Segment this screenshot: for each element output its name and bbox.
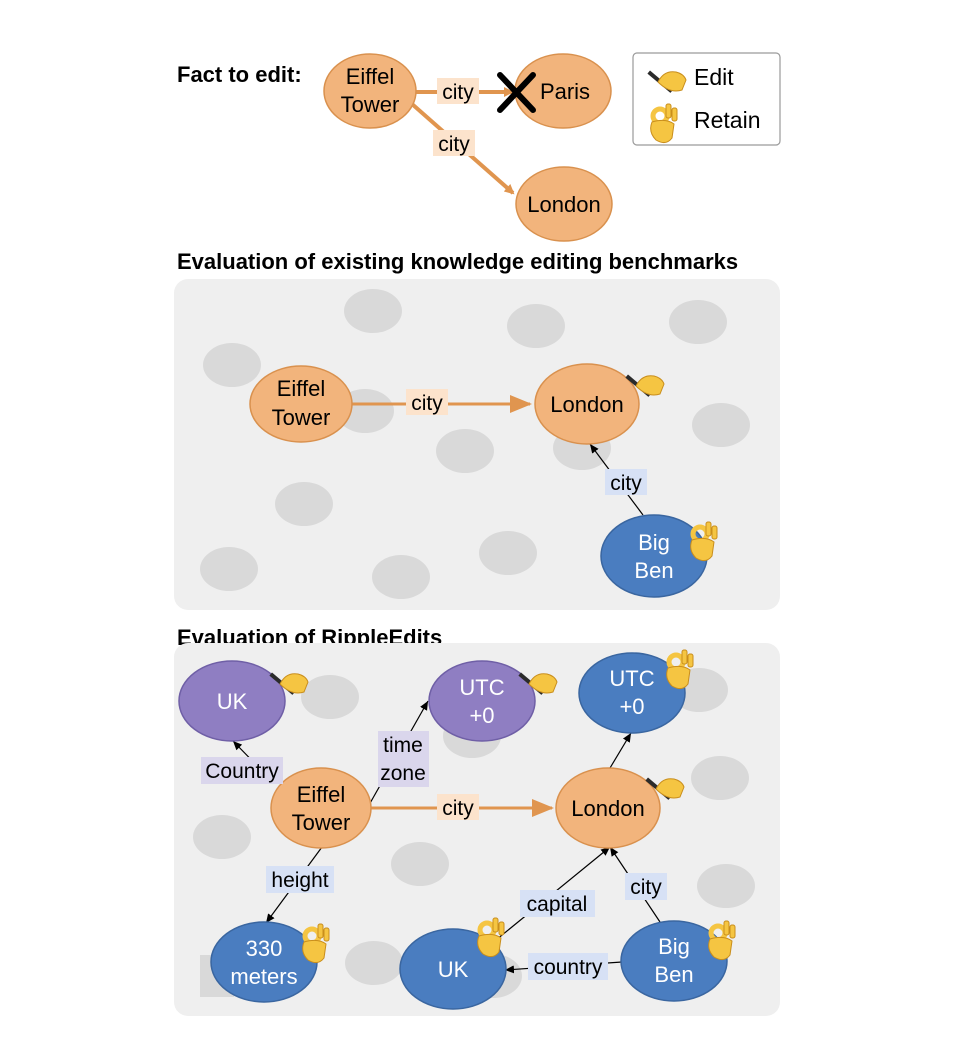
node-meters-line2: meters <box>230 964 297 989</box>
edge-label-height: height <box>271 869 328 892</box>
edge-label-city: city <box>442 797 474 820</box>
legend-edit-label: Edit <box>694 64 734 90</box>
edge-label-bigben-city: city <box>630 876 662 899</box>
node-eiffel-line2: Tower <box>272 405 331 430</box>
node-utc-blue-line2: +0 <box>619 694 644 719</box>
edge-label-city-old: city <box>442 81 474 104</box>
node-uk-purple-label: UK <box>217 689 248 714</box>
node-330-meters <box>210 921 318 1003</box>
node-bigben-line1: Big <box>658 934 690 959</box>
node-london-label: London <box>527 192 600 217</box>
node-eiffel-line2: Tower <box>341 92 400 117</box>
node-london <box>534 363 640 445</box>
cross-icon <box>497 72 536 113</box>
ghost-nodes <box>200 289 750 599</box>
edge-label-city: city <box>411 392 443 415</box>
edge-label-bg <box>437 78 479 104</box>
edge-label-time: time <box>383 734 423 757</box>
node-eiffel-line1: Eiffel <box>277 376 326 401</box>
node-utc-blue <box>578 652 686 734</box>
node-london-label: London <box>550 392 623 417</box>
node-london <box>555 767 661 849</box>
edge-label-country-lower: country <box>534 956 603 979</box>
edge-label-bg <box>406 389 448 415</box>
edge-label-bg <box>528 953 608 980</box>
node-utc-purple <box>428 660 536 742</box>
node-uk-purple <box>178 660 286 742</box>
node-eiffel-tower <box>323 53 417 129</box>
edge-label-bg <box>266 866 334 893</box>
node-eiffel-line2: Tower <box>292 810 351 835</box>
node-eiffel-line1: Eiffel <box>297 782 346 807</box>
node-bigben-line1: Big <box>638 530 670 555</box>
edge-london-utc <box>609 732 632 769</box>
node-eiffel-line1: Eiffel <box>346 64 395 89</box>
node-big-ben <box>600 514 708 598</box>
node-london <box>515 166 613 242</box>
panel1-heading: Evaluation of existing knowledge editing… <box>177 249 738 274</box>
node-bigben-line2: Ben <box>634 558 673 583</box>
node-utc-purple-line2: +0 <box>469 703 494 728</box>
node-paris-label: Paris <box>540 79 590 104</box>
node-uk-blue-label: UK <box>438 957 469 982</box>
edge-label-bg <box>520 890 595 917</box>
edge-label-country: Country <box>205 760 279 783</box>
edge-label-bg <box>201 757 283 784</box>
edge-label-city-new: city <box>438 133 470 156</box>
edge-label-bg <box>625 873 667 900</box>
edge-label-bigben-city: city <box>610 472 642 495</box>
edge-label-bg <box>378 731 429 787</box>
node-london-label: London <box>571 796 644 821</box>
node-bigben-line2: Ben <box>654 962 693 987</box>
node-eiffel-tower <box>270 767 372 849</box>
node-big-ben <box>620 920 728 1002</box>
node-utc-blue-line1: UTC <box>609 666 654 691</box>
node-utc-purple-line1: UTC <box>459 675 504 700</box>
edge-label-bg <box>605 469 647 495</box>
edge-label-bg <box>437 794 479 820</box>
edge-label-capital: capital <box>527 893 588 916</box>
legend-retain-label: Retain <box>694 107 760 133</box>
edge-label-zone: zone <box>380 762 426 785</box>
fact-heading: Fact to edit: <box>177 62 302 87</box>
node-meters-line1: 330 <box>246 936 283 961</box>
edge-label-bg <box>433 130 475 156</box>
node-eiffel-tower <box>249 365 353 443</box>
